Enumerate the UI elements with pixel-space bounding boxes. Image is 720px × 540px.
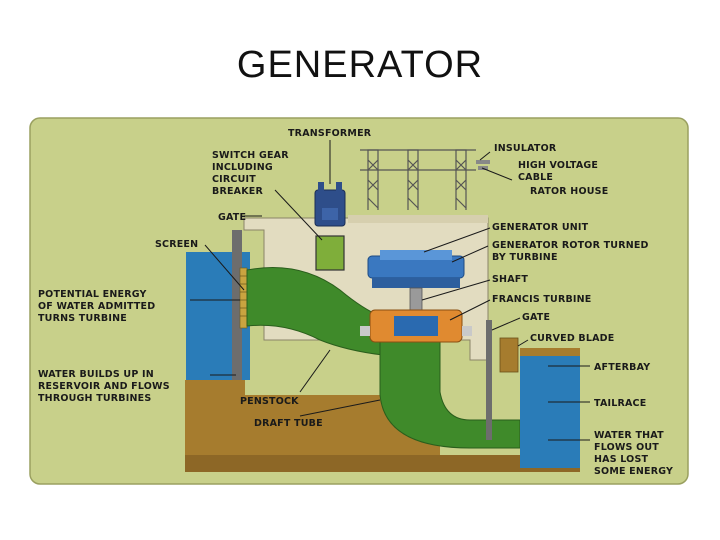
leader-lines [190,140,590,441]
screen-grille [239,267,248,329]
label-generator-rotor: GENERATOR ROTOR TURNED BY TURBINE [492,240,652,263]
afterbay-water [520,356,580,468]
label-water-out: WATER THAT FLOWS OUT HAS LOST SOME ENERG… [594,430,673,477]
curved-blade-block [499,337,519,373]
slide-title: GENERATOR [236,44,484,86]
label-gate-top: GATE [218,212,246,223]
label-tailrace: TAILRACE [594,398,646,409]
label-generator-unit: GENERATOR UNIT [492,222,589,233]
switch-gear-box [315,235,345,271]
label-screen: SCREEN [155,239,198,250]
transformer-unit [314,182,346,227]
label-shaft: SHAFT [492,274,528,285]
powerhouse-roof [348,215,488,223]
label-high-voltage-cable: HIGH VOLTAGE CABLE [518,160,602,183]
dam-wall [232,230,242,380]
label-water-builds: WATER BUILDS UP IN RESERVOIR AND FLOWS T… [38,369,173,404]
label-afterbay: AFTERBAY [594,362,650,373]
label-draft-tube: DRAFT TUBE [254,418,323,429]
ground-base [185,455,580,472]
ground-earth [185,348,580,470]
label-francis-turbine: FRANCIS TURBINE [492,294,592,305]
transmission-towers [360,149,476,210]
screen-bars [240,275,247,317]
francis-turbine [360,309,472,343]
label-transformer: TRANSFORMER [288,128,372,139]
label-insulator: INSULATOR [494,143,557,154]
label-switch-gear: SWITCH GEAR INCLUDING CIRCUIT BREAKER [212,150,292,197]
label-gate-right: GATE [522,312,550,323]
draft-tube-pipe [379,339,521,449]
generator-rotor [367,250,465,288]
label-potential-energy: POTENTIAL ENERGY OF WATER ADMITTED TURNS… [38,289,159,324]
label-penstock: PENSTOCK [240,396,299,407]
label-rator-house: RATOR HOUSE [530,186,608,197]
gate-post-right [486,320,492,440]
label-curved-blade: CURVED BLADE [530,333,614,344]
